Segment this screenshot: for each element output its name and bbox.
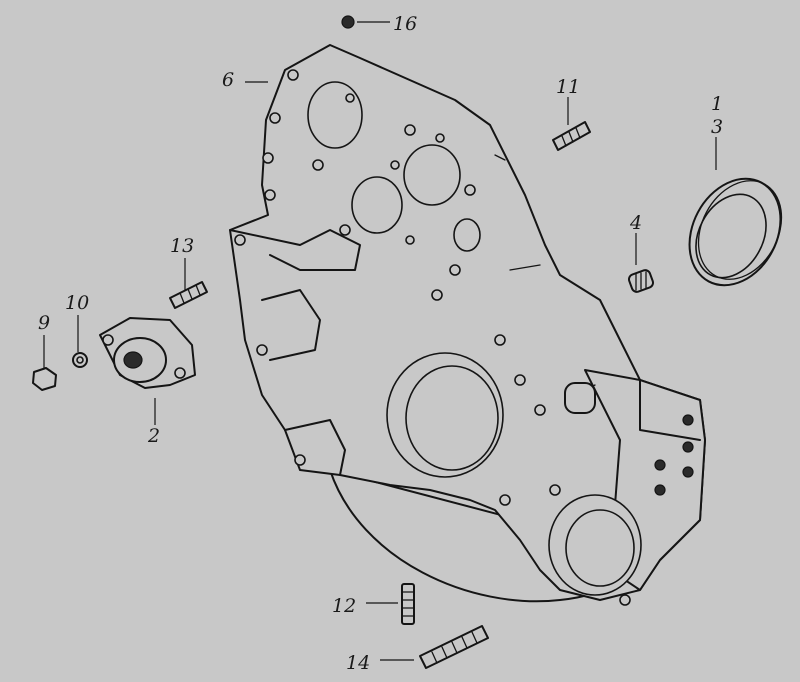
callout-14: 14 [346,652,370,674]
callout-9: 9 [38,312,50,334]
callout-11: 11 [556,76,580,98]
stud-12 [401,583,415,625]
leader-lines [43,21,717,661]
stud-11 [552,121,591,151]
plug-16 [341,15,355,29]
callout-16: 16 [393,13,417,35]
washer [72,352,88,368]
callout-2: 2 [147,425,160,447]
callout-1: 1 [711,93,723,115]
callout-6: 6 [222,69,234,91]
stud-14 [419,625,489,669]
callout-13: 13 [170,235,194,257]
callout-10: 10 [65,292,89,314]
callout-labels: 16 6 11 1 3 4 13 9 10 2 12 14 [38,13,723,674]
flywheel-housing [229,44,706,606]
callout-4: 4 [629,212,642,234]
cover [99,317,196,389]
stud-13 [169,281,208,309]
callout-3: 3 [711,116,723,138]
callout-12: 12 [332,595,356,617]
plug [627,269,655,293]
nut [32,367,57,391]
oil-seal [688,177,783,287]
